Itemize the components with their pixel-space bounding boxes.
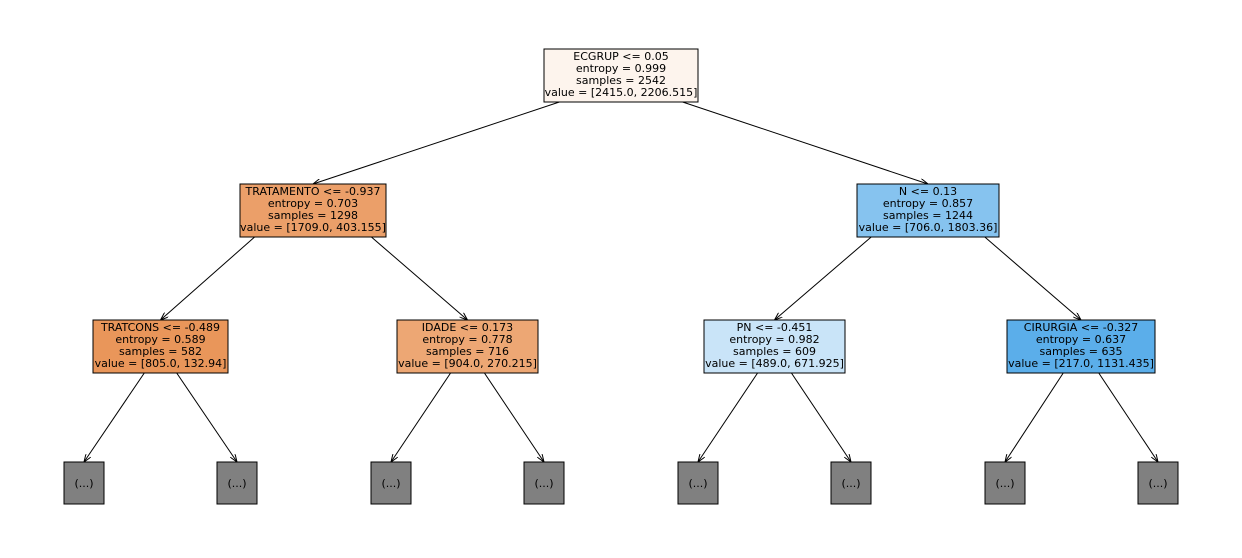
leaf-box (830, 461, 872, 505)
leaf-box (523, 461, 565, 505)
truncated-leaf: (...) (984, 461, 1026, 505)
tree-edge (791, 372, 851, 462)
leaf-label: (...) (841, 477, 860, 490)
truncated-leaf: (...) (677, 461, 719, 505)
node-line: entropy = 0.982 (729, 333, 819, 346)
node-line: CIRURGIA <= -0.327 (1024, 321, 1138, 334)
leaf-label: (...) (688, 477, 707, 490)
node-line: entropy = 0.589 (115, 333, 205, 346)
truncated-leaf: (...) (370, 461, 412, 505)
leaf-box (677, 461, 719, 505)
truncated-leaf: (...) (1137, 461, 1179, 505)
node-line: PN <= -0.451 (737, 321, 813, 334)
node-line: entropy = 0.857 (883, 197, 973, 210)
node-box (703, 319, 846, 374)
node-line: entropy = 0.778 (422, 333, 512, 346)
tree-edge (682, 101, 928, 184)
node-box (396, 319, 539, 374)
node-line: value = [706.0, 1803.36] (859, 221, 998, 234)
truncated-leaf: (...) (216, 461, 258, 505)
node-line: samples = 716 (426, 345, 509, 358)
node-line: N <= 0.13 (899, 185, 957, 198)
leaf-label: (...) (381, 477, 400, 490)
tree-edge (371, 236, 467, 320)
node-line: entropy = 0.999 (576, 62, 666, 75)
node-line: value = [904.0, 270.215] (398, 357, 537, 370)
tree-edges (84, 101, 1158, 462)
leaf-label: (...) (1148, 477, 1167, 490)
node-box (239, 183, 387, 238)
node-line: entropy = 0.637 (1036, 333, 1126, 346)
tree-edge (176, 372, 237, 462)
tree-edge (1098, 372, 1158, 462)
tree-edge (484, 372, 544, 462)
leaf-box (370, 461, 412, 505)
node-box (543, 48, 699, 103)
leaf-label: (...) (227, 477, 246, 490)
truncated-leaf: (...) (63, 461, 105, 505)
node-line: samples = 609 (733, 345, 816, 358)
tree-edge (161, 236, 255, 320)
leaf-label: (...) (995, 477, 1014, 490)
node-line: value = [805.0, 132.94] (95, 357, 227, 370)
node-line: value = [489.0, 671.925] (705, 357, 844, 370)
node-line: value = [2415.0, 2206.515] (545, 86, 698, 99)
truncated-leaf: (...) (830, 461, 872, 505)
leaf-box (1137, 461, 1179, 505)
leaf-label: (...) (534, 477, 553, 490)
node-line: ECGRUP <= 0.05 (573, 50, 668, 63)
node-line: value = [1709.0, 403.155] (240, 221, 386, 234)
leaf-box (984, 461, 1026, 505)
tree-edge (698, 372, 758, 462)
node-line: samples = 635 (1040, 345, 1123, 358)
leaf-box (216, 461, 258, 505)
node-line: samples = 582 (119, 345, 202, 358)
leaf-box (63, 461, 105, 505)
node-box (92, 319, 229, 374)
node-line: samples = 2542 (576, 74, 666, 87)
node-line: TRATCONS <= -0.489 (100, 321, 220, 334)
node-line: samples = 1298 (268, 209, 358, 222)
leaf-label: (...) (74, 477, 93, 490)
node-line: TRATAMENTO <= -0.937 (245, 185, 381, 198)
tree-edge (984, 236, 1081, 320)
tree-edge (775, 236, 872, 320)
tree-edge (391, 372, 451, 462)
node-line: entropy = 0.703 (268, 197, 358, 210)
truncated-leaf: (...) (523, 461, 565, 505)
node-box (1006, 319, 1156, 374)
node-line: samples = 1244 (883, 209, 973, 222)
node-line: value = [217.0, 1131.435] (1008, 357, 1154, 370)
node-box (856, 183, 1000, 238)
tree-edge (84, 372, 145, 462)
node-line: IDADE <= 0.173 (422, 321, 513, 334)
tree-edge (1005, 372, 1064, 462)
tree-edge (313, 101, 560, 184)
